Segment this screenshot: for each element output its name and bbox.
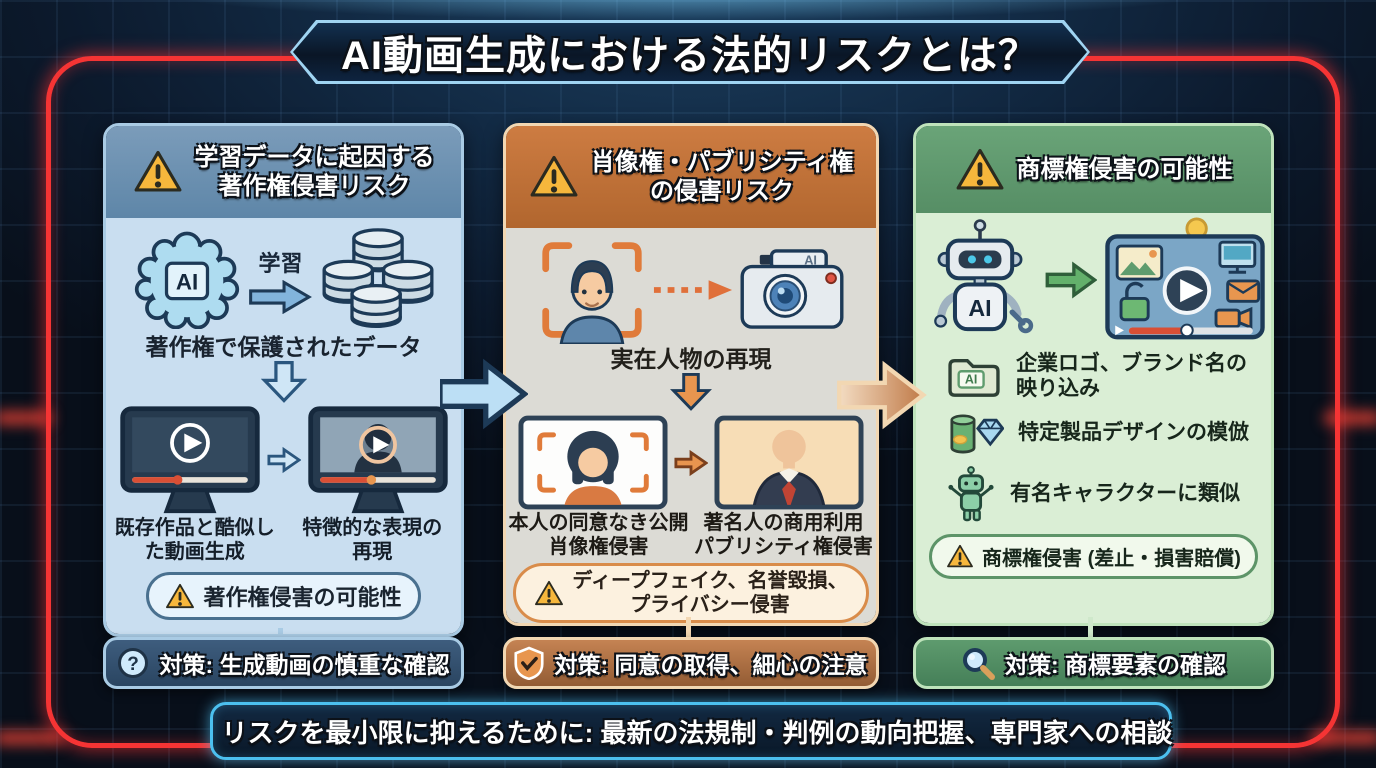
- monitor-play-icon: [119, 406, 260, 514]
- warning-icon: [134, 150, 181, 192]
- trademark-countermeasure-text: 対策: 商標要素の確認: [1004, 652, 1227, 678]
- portrait-card-woman: [518, 415, 668, 510]
- small-orange-arrow-icon: [674, 449, 708, 476]
- caption-no-consent: 本人の同意なき公開 肖像権侵害: [508, 512, 689, 558]
- column-copyright-header: 学習データに起因する 著作権侵害リスク: [106, 126, 461, 218]
- portrait-cards: [518, 415, 864, 510]
- trademark-item-logo: 企業ロゴ、ブランド名の映り込み: [1016, 352, 1247, 400]
- svg-text:AI: AI: [965, 372, 977, 386]
- list-item: 特定製品デザインの模倣: [946, 409, 1271, 459]
- dotted-arrow-icon: [653, 280, 733, 300]
- shield-check-icon: [514, 646, 545, 680]
- column-copyright-risk: 学習データに起因する 著作権侵害リスク AI 学習: [103, 123, 464, 637]
- page-title: AI動画生成における法的リスクとは？: [341, 34, 1039, 78]
- summary-banner: リスクを最小限に抑えるために: 最新の法規制・判例の動向把握、専門家への相談: [210, 702, 1173, 760]
- column-trademark-header: 商標権侵害の可能性: [916, 126, 1271, 213]
- caption-real-person: 実在人物の再現: [610, 346, 772, 372]
- portrait-card-man: [714, 415, 864, 510]
- svg-text:AI: AI: [968, 295, 991, 321]
- warning-icon: [956, 148, 1003, 190]
- copyright-countermeasure-bar: ? 対策: 生成動画の慎重な確認: [103, 637, 464, 689]
- column-portrait-header: 肖像権・パブリシティ権 の侵害リスク: [506, 126, 876, 228]
- orange-down-arrow-icon: [670, 373, 712, 412]
- title-banner-inner: AI動画生成における法的リスクとは？: [293, 23, 1087, 81]
- flow-arrow-blue-icon: [440, 358, 528, 430]
- svg-text:?: ?: [128, 654, 140, 675]
- product-design-icon: [950, 414, 1004, 453]
- warning-icon: [166, 583, 195, 608]
- warning-icon: [530, 155, 578, 197]
- red-glow-bottom-left: [0, 732, 64, 744]
- deepfake-risk-pill: ディープフェイク、名誉毀損、 プライバシー侵害: [513, 563, 869, 623]
- column-trademark-title: 商標権侵害の可能性: [1016, 155, 1233, 183]
- red-glow-left: [0, 412, 52, 424]
- database-icon: [322, 228, 433, 329]
- character-robot-icon: [948, 465, 994, 521]
- caption-similar-video: 既存作品と酷似し た動画生成: [114, 517, 275, 563]
- column-copyright-body: AI 学習 著作権で保護されたデータ: [106, 218, 461, 634]
- monitor-silhouette-icon: [307, 406, 448, 514]
- face-capture-flow: AI: [536, 236, 846, 344]
- red-glow-bottom-right: [1312, 732, 1376, 744]
- portrait-countermeasure-text: 対策: 同意の取得、細心の注意: [554, 652, 868, 678]
- connector-line: [278, 628, 283, 641]
- small-right-arrow-icon: [266, 447, 301, 474]
- learning-arrow-icon: [248, 280, 312, 314]
- column-trademark-risk: 商標権侵害の可能性 AI: [913, 123, 1274, 626]
- trademark-countermeasure-bar: 対策: 商標要素の確認: [913, 637, 1274, 689]
- list-item: 有名キャラクターに類似: [946, 465, 1271, 524]
- svg-text:AI: AI: [804, 254, 817, 268]
- robot-generation-flow: AI: [921, 215, 1267, 345]
- green-arrow-icon: [1045, 261, 1097, 299]
- portrait-countermeasure-bar: 対策: 同意の取得、細心の注意: [503, 637, 879, 689]
- column-copyright-title: 学習データに起因する 著作権侵害リスク: [194, 143, 435, 200]
- trademark-item-product: 特定製品デザインの模倣: [1018, 421, 1249, 445]
- column-portrait-body: AI 実在人物の再現: [506, 228, 876, 623]
- learning-arrow-label: 学習: [258, 251, 303, 276]
- training-flow: AI 学習: [133, 228, 435, 332]
- video-player-collage-icon: [1104, 217, 1265, 340]
- column-portrait-title: 肖像権・パブリシティ権 の侵害リスク: [590, 148, 854, 205]
- copyright-risk-pill: 著作権侵害の可能性: [146, 572, 421, 621]
- ai-brain-icon: AI: [134, 231, 239, 329]
- svg-text:AI: AI: [175, 269, 197, 294]
- trademark-risk-pill: 商標権侵害 (差止・損害賠償): [929, 533, 1258, 579]
- caption-publicity: 著名人の商用利用 パブリシティ権侵害: [694, 512, 873, 558]
- learning-arrow-group: 学習: [243, 246, 319, 314]
- down-arrow-icon: [260, 361, 307, 404]
- video-comparison: [117, 405, 451, 515]
- trademark-item-character: 有名キャラクターに類似: [1010, 482, 1241, 506]
- warning-icon: [535, 580, 564, 605]
- video-captions: 既存作品と酷似し た動画生成 特徴的な表現の 再現: [106, 517, 461, 564]
- magnifier-icon: [962, 648, 995, 680]
- caption-protected-data: 著作権で保護されたデータ: [145, 334, 422, 360]
- caption-distinctive-expression: 特徴的な表現の 再現: [302, 517, 443, 563]
- warning-icon: [947, 544, 973, 567]
- column-portrait-risk: 肖像権・パブリシティ権 の侵害リスク: [503, 123, 879, 626]
- face-focus-frame-icon: [542, 242, 642, 344]
- ai-folder-icon: AI: [948, 358, 1000, 397]
- summary-banner-text: リスクを最小限に抑えるために: 最新の法規制・判例の動向把握、専門家への相談: [221, 717, 1173, 748]
- connector-line: [1088, 617, 1093, 641]
- title-banner: AI動画生成における法的リスクとは？: [290, 20, 1090, 84]
- ai-robot-icon: AI: [933, 219, 1033, 334]
- portrait-captions: 本人の同意なき公開 肖像権侵害 著名人の商用利用 パブリシティ権侵害: [506, 512, 876, 559]
- flow-arrow-orange-icon: [836, 360, 930, 430]
- trademark-risk-list: AI 企業ロゴ、ブランド名の映り込み 特定製品デザインの模倣: [916, 345, 1271, 524]
- connector-line: [686, 617, 691, 641]
- question-icon: ?: [118, 648, 149, 678]
- ai-camera-icon: AI: [740, 249, 844, 329]
- column-trademark-body: AI: [916, 213, 1271, 623]
- list-item: AI 企業ロゴ、ブランド名の映り込み: [946, 352, 1271, 402]
- copyright-countermeasure-text: 対策: 生成動画の慎重な確認: [159, 652, 450, 678]
